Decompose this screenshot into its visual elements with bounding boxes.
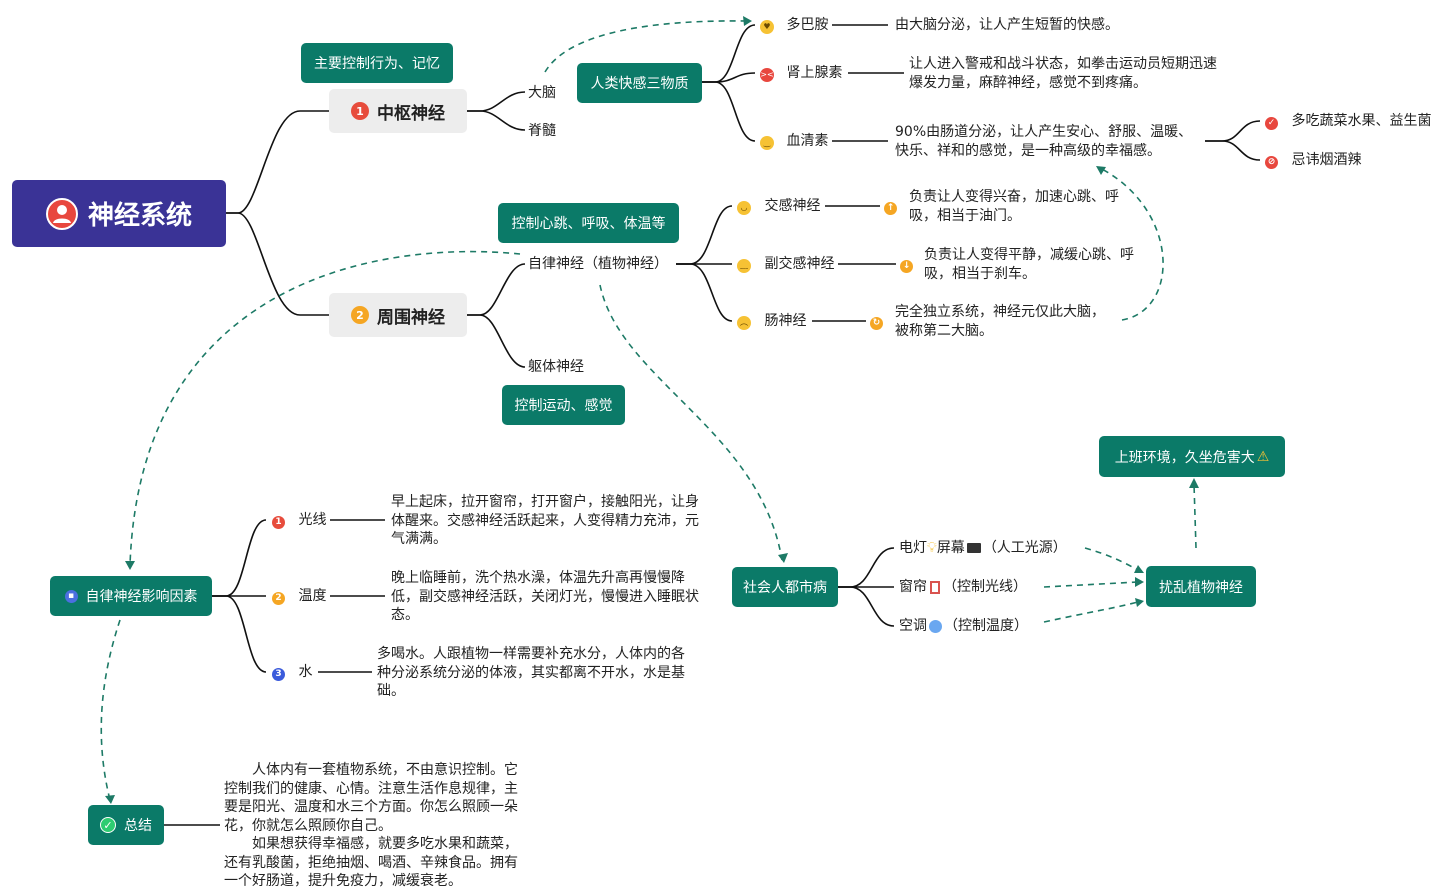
dont-label: 忌讳烟酒辣: [1291, 152, 1362, 168]
artificial-light-item[interactable]: 电灯💡︎屏幕 （人工光源）: [899, 539, 1067, 557]
love-emoji-icon: ♥: [760, 20, 774, 34]
cycle-icon: ↻: [870, 312, 883, 330]
temperature-factor[interactable]: 2 温度: [272, 587, 326, 605]
central-nerve-title: 中枢神经: [377, 103, 445, 124]
user-icon: [45, 197, 78, 230]
central-nerve-node[interactable]: 1 中枢神经: [329, 89, 467, 133]
lamp-label: 电灯: [899, 540, 927, 556]
curtain-note: （控制光线）: [943, 579, 1027, 595]
pleasure-tag[interactable]: 人类快感三物质: [577, 63, 702, 103]
serotonin-desc: 90%由肠道分泌，让人产生安心、舒服、温暖、快乐、祥和的感觉，是一种高级的幸福感…: [895, 124, 1193, 159]
parasympathetic-desc: 负责让人变得平静，减缓心跳、呼吸，相当于刹车。: [924, 247, 1134, 282]
peripheral-nerve-title: 周围神经: [377, 307, 445, 328]
serotonin-label: 血清素: [786, 133, 829, 149]
enteric-label: 肠神经: [764, 313, 807, 329]
enteric-node[interactable]: ︵ 肠神经: [737, 312, 806, 330]
lock-icon: ▪: [64, 589, 78, 603]
central-tag[interactable]: 主要控制行为、记忆: [301, 43, 453, 83]
summary-paragraph-1: 人体内有一套植物系统，不由意识控制。它控制我们的健康、心情。注意生活作息规律，主…: [224, 762, 518, 834]
autonomic-nerve-node[interactable]: 自律神经（植物神经）: [528, 256, 668, 272]
somatic-tag[interactable]: 控制运动、感觉: [502, 385, 625, 425]
somatic-nerve-node[interactable]: 躯体神经: [528, 359, 584, 375]
water-desc: 多喝水。人跟植物一样需要补充水分，人体内的各种分泌系统分泌的体液，其实都离不开水…: [377, 646, 685, 699]
disturb-label: 扰乱植物神经: [1159, 579, 1243, 596]
curtain-item[interactable]: 窗帘 （控制光线）: [899, 578, 1027, 596]
light-desc: 早上起床，拉开窗帘，打开窗户，接触阳光，让身体醒来。交感神经活跃起来，人变得精力…: [391, 494, 699, 547]
aircon-note: （控制温度）: [944, 618, 1028, 634]
artificial-light-note: （人工光源）: [982, 540, 1067, 556]
water-label: 水: [298, 664, 313, 680]
enteric-desc: 完全独立系统，神经元仅此大脑，被称第二大脑。: [895, 304, 1105, 339]
number-badge: 2: [272, 591, 285, 605]
thumbs-up-icon: ✓: [1265, 116, 1278, 130]
dopamine-node[interactable]: ♥ 多巴胺: [760, 16, 828, 34]
central-tag-label: 主要控制行为、记忆: [314, 56, 440, 72]
arrow-up-icon: ↑: [884, 197, 897, 215]
parasympathetic-node[interactable]: ﹏ 副交感神经: [737, 255, 834, 273]
spine-node[interactable]: 脊髓: [528, 123, 556, 139]
sympathetic-label: 交感神经: [764, 198, 821, 214]
aircon-item[interactable]: 空调 （控制温度）: [899, 617, 1028, 635]
temperature-label: 温度: [298, 588, 327, 604]
cold-face-icon: [929, 619, 942, 633]
sympathetic-node[interactable]: ◡ 交感神经: [737, 197, 820, 215]
water-factor[interactable]: 3 水: [272, 663, 312, 681]
forbidden-icon: ⊘: [1265, 155, 1278, 169]
parasympathetic-label: 副交感神经: [764, 256, 835, 272]
angry-emoji-icon: ><: [760, 68, 774, 82]
lightbulb-icon: 💡︎: [927, 540, 937, 556]
work-env-label: 上班环境，久坐危害大: [1114, 449, 1255, 466]
smile-emoji-icon: ‿: [760, 136, 774, 150]
do-label: 多吃蔬菜水果、益生菌: [1291, 113, 1432, 129]
peripheral-nerve-node[interactable]: 2 周围神经: [329, 293, 467, 337]
factors-tag[interactable]: ▪ 自律神经影响因素: [50, 576, 212, 616]
light-factor[interactable]: 1 光线: [272, 511, 326, 529]
serotonin-node[interactable]: ‿ 血清素: [760, 132, 828, 150]
do-item[interactable]: ✓ 多吃蔬菜水果、益生菌: [1265, 112, 1431, 130]
summary-label: 总结: [124, 818, 152, 834]
urban-disease-label: 社会人都市病: [743, 580, 827, 596]
factors-tag-label: 自律神经影响因素: [85, 589, 198, 605]
sympathetic-desc: 负责让人变得兴奋，加速心跳、呼吸，相当于油门。: [909, 189, 1119, 224]
brain-node[interactable]: 大脑: [528, 85, 556, 101]
check-circle-icon: ✓: [100, 817, 116, 833]
number-badge: 2: [351, 306, 369, 324]
aircon-label: 空调: [899, 618, 927, 634]
curtain-label: 窗帘: [899, 579, 927, 595]
root-title: 神经系统: [87, 201, 192, 231]
urban-disease-tag[interactable]: 社会人都市病: [732, 567, 838, 607]
pleasure-tag-label: 人类快感三物质: [590, 76, 689, 92]
screen-label: 屏幕: [936, 540, 965, 556]
root-node[interactable]: 神经系统: [12, 180, 226, 247]
adrenaline-desc: 让人进入警戒和战斗状态，如拳击运动员短期迅速爆发力量，麻醉神经，感觉不到疼痛。: [909, 56, 1217, 91]
somatic-tag-label: 控制运动、感觉: [514, 398, 613, 414]
arrow-down-icon: ↓: [900, 255, 913, 273]
number-badge: 3: [272, 667, 285, 681]
monitor-icon: [966, 543, 981, 553]
relieved-emoji-icon: ﹏: [737, 259, 751, 273]
summary-tag[interactable]: ✓ 总结: [88, 805, 164, 845]
number-badge: 1: [351, 102, 369, 120]
adrenaline-node[interactable]: >< 肾上腺素: [760, 64, 842, 82]
adrenaline-label: 肾上腺素: [786, 65, 843, 81]
dopamine-label: 多巴胺: [786, 17, 829, 33]
summary-paragraph-2: 如果想获得幸福感，就要多吃水果和蔬菜，还有乳酸菌，拒绝抽烟、喝酒、辛辣食品。拥有…: [224, 836, 518, 889]
light-label: 光线: [298, 512, 327, 528]
number-badge: 1: [272, 515, 285, 529]
worried-emoji-icon: ︵: [737, 316, 751, 330]
autonomic-tag-label: 控制心跳、呼吸、体温等: [511, 216, 666, 232]
window-icon: [930, 580, 940, 594]
warning-icon: ⚠: [1256, 448, 1270, 465]
temperature-desc: 晚上临睡前，洗个热水澡，体温先升高再慢慢降低，副交感神经活跃，关闭灯光，慢慢进入…: [391, 570, 699, 623]
disturb-tag[interactable]: 扰乱植物神经: [1146, 566, 1256, 607]
autonomic-tag[interactable]: 控制心跳、呼吸、体温等: [498, 203, 679, 243]
dopamine-desc: 由大脑分泌，让人产生短暂的快感。: [895, 17, 1119, 33]
dont-item[interactable]: ⊘ 忌讳烟酒辣: [1265, 151, 1361, 169]
laugh-emoji-icon: ◡: [737, 201, 751, 215]
work-env-tag[interactable]: 上班环境，久坐危害大 ⚠: [1099, 436, 1285, 477]
